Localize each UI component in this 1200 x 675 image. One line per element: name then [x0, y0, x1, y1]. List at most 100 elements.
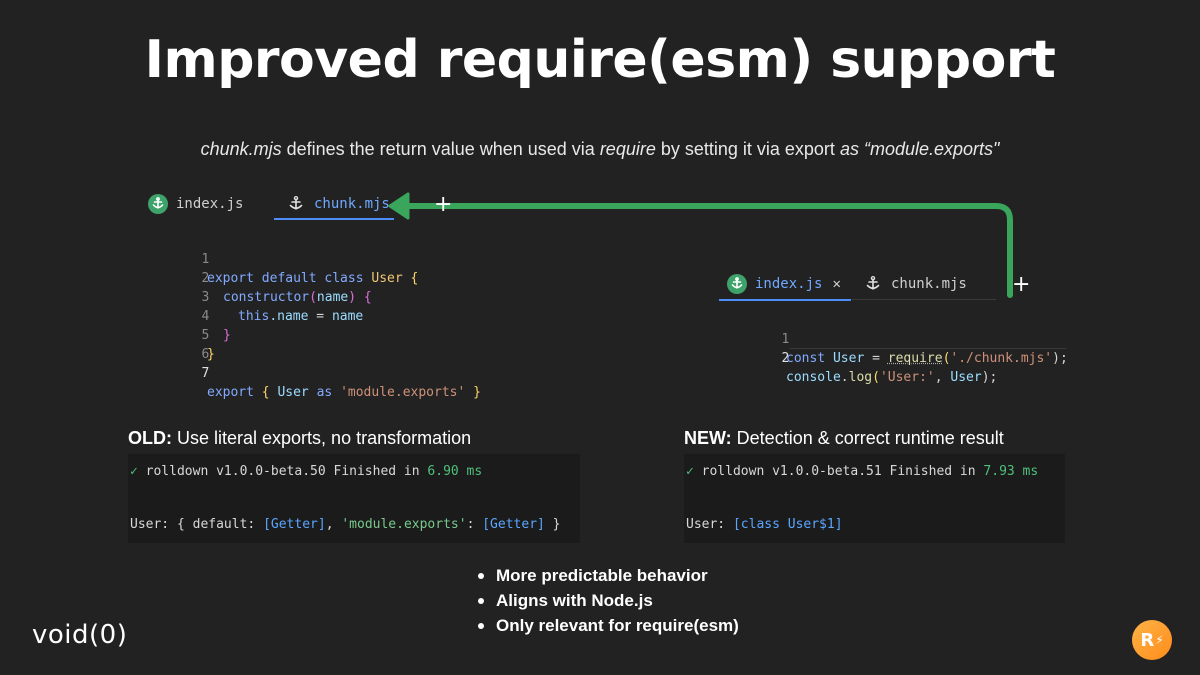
subtitle-text-2: by setting it via export	[655, 139, 840, 159]
line-number: 6	[201, 347, 210, 362]
code-token: }	[207, 347, 215, 362]
anchor-icon	[863, 274, 883, 294]
tabbar-divider	[852, 299, 996, 300]
list-item: Only relevant for require(esm)	[478, 616, 739, 635]
old-label: OLD: Use literal exports, no transformat…	[128, 428, 471, 449]
code-token: this	[238, 309, 270, 324]
code-line: 3 this.name = name	[160, 269, 363, 324]
code-line: 5 }	[160, 307, 214, 362]
subtitle: chunk.mjs defines the return value when …	[0, 139, 1200, 160]
new-tab-button-right[interactable]: +	[1012, 271, 1031, 297]
new-label-text: Detection & correct runtime result	[731, 428, 1004, 448]
terminal-line: ✓ rolldown v1.0.0-beta.51 Finished in 7.…	[686, 464, 1038, 479]
close-icon[interactable]: ✕	[832, 276, 841, 292]
code-token: .name	[269, 309, 309, 324]
code-line: 4 }	[160, 288, 230, 343]
terminal-text: 'module.exports'	[341, 517, 467, 532]
code-token: {	[253, 385, 270, 400]
old-label-text: Use literal exports, no transformation	[172, 428, 472, 448]
code-token: name	[331, 309, 364, 324]
check-icon: ✓	[130, 464, 138, 479]
left-editor-tabbar: index.js chunk.mjs +	[148, 189, 452, 220]
line-number: 1	[781, 332, 790, 347]
code-token: ,	[934, 370, 951, 385]
code-token: as	[308, 385, 333, 400]
subtitle-filename: chunk.mjs	[200, 139, 282, 159]
page-title: Improved require(esm) support	[144, 30, 1056, 90]
code-token: console	[786, 370, 841, 385]
bullet-list: More predictable behavior Aligns with No…	[478, 566, 816, 641]
terminal-text: }	[544, 517, 561, 532]
code-token: {	[402, 271, 419, 286]
subtitle-require: require	[599, 139, 656, 159]
list-item: More predictable behavior	[478, 566, 708, 585]
check-icon: ✓	[686, 464, 694, 479]
tab-left-chunk-mjs-label: chunk.mjs	[314, 196, 390, 212]
code-token: User	[363, 271, 403, 286]
anchor-icon	[286, 194, 306, 214]
terminal-text: rolldown v1.0.0-beta.50 Finished in	[137, 464, 428, 479]
new-label-bold: NEW:	[684, 428, 732, 448]
terminal-text: rolldown v1.0.0-beta.51 Finished in	[693, 464, 984, 479]
code-token: export	[207, 385, 254, 400]
code-token: }	[223, 328, 231, 343]
build-time: 7.93 ms	[983, 464, 1039, 479]
terminal-text: [Getter]	[482, 517, 545, 532]
code-token: (	[872, 370, 880, 385]
tab-right-chunk-mjs-label: chunk.mjs	[891, 276, 967, 292]
terminal-line: User: [class User$1]	[686, 517, 843, 532]
terminal-text: User:	[686, 517, 733, 532]
void-zero-logo: void(0)	[32, 620, 128, 650]
tab-right-index-js[interactable]: index.js ✕	[727, 269, 841, 299]
rolldown-logo-letter: R	[1140, 629, 1155, 651]
code-token: 'module.exports'	[332, 385, 466, 400]
code-token: .	[840, 370, 849, 385]
code-line: 1 const User = require('./chunk.mjs');	[740, 311, 1067, 366]
anchor-icon	[727, 274, 747, 294]
anchor-icon	[148, 194, 168, 214]
terminal-text: ,	[325, 517, 342, 532]
line-number: 2	[781, 351, 790, 366]
new-tab-button-left[interactable]: +	[434, 191, 453, 217]
subtitle-module-exports: as “module.exports"	[839, 139, 1000, 159]
code-token: }	[465, 385, 481, 400]
active-tab-indicator	[719, 299, 851, 301]
code-line: 1 export default class User {	[160, 231, 418, 286]
code-token: )	[348, 290, 357, 305]
terminal-text: User: { default:	[130, 517, 264, 532]
build-time: 6.90 ms	[427, 464, 483, 479]
line-number: 7	[201, 366, 210, 381]
tab-right-chunk-mjs[interactable]: chunk.mjs	[863, 269, 967, 299]
line-number: 1	[201, 252, 210, 267]
code-token: export default class	[207, 271, 364, 286]
old-label-bold: OLD:	[128, 428, 172, 448]
right-code-editor: 1 const User = require('./chunk.mjs'); 2…	[740, 311, 1070, 385]
tab-left-index-js-label: index.js	[176, 196, 244, 212]
rolldown-logo: R⚡	[1132, 620, 1172, 660]
right-editor-tabbar: index.js ✕ chunk.mjs +	[719, 269, 1037, 301]
subtitle-text-1: defines the return value when used via	[281, 139, 600, 159]
tab-right-index-js-label: index.js	[755, 276, 823, 292]
code-token: User	[825, 351, 865, 366]
code-token: User	[269, 385, 309, 400]
code-token: const	[786, 351, 826, 366]
terminal-text: [class User$1]	[732, 517, 843, 532]
code-token: './chunk.mjs'	[950, 351, 1053, 366]
code-token: =	[864, 351, 888, 366]
terminal-text: :	[466, 517, 483, 532]
tab-left-index-js[interactable]: index.js	[148, 189, 243, 219]
line-number: 4	[201, 309, 210, 324]
list-item: Aligns with Node.js	[478, 591, 653, 610]
code-line: 2 console.log('User:', User);	[740, 330, 997, 385]
terminal-line: User: { default: [Getter], 'module.expor…	[130, 517, 561, 532]
tab-left-chunk-mjs[interactable]: chunk.mjs	[286, 189, 390, 219]
connector-arrow	[388, 192, 1013, 298]
code-token: );	[981, 370, 998, 385]
new-label: NEW: Detection & correct runtime result	[684, 428, 1004, 449]
active-tab-indicator	[274, 218, 394, 220]
line-number: 3	[201, 290, 210, 305]
left-code-editor: 1 export default class User { 2 construc…	[160, 231, 560, 400]
code-line-underline	[790, 348, 1066, 349]
code-token: 'User:'	[879, 370, 935, 385]
lightning-icon: ⚡	[1155, 633, 1164, 647]
